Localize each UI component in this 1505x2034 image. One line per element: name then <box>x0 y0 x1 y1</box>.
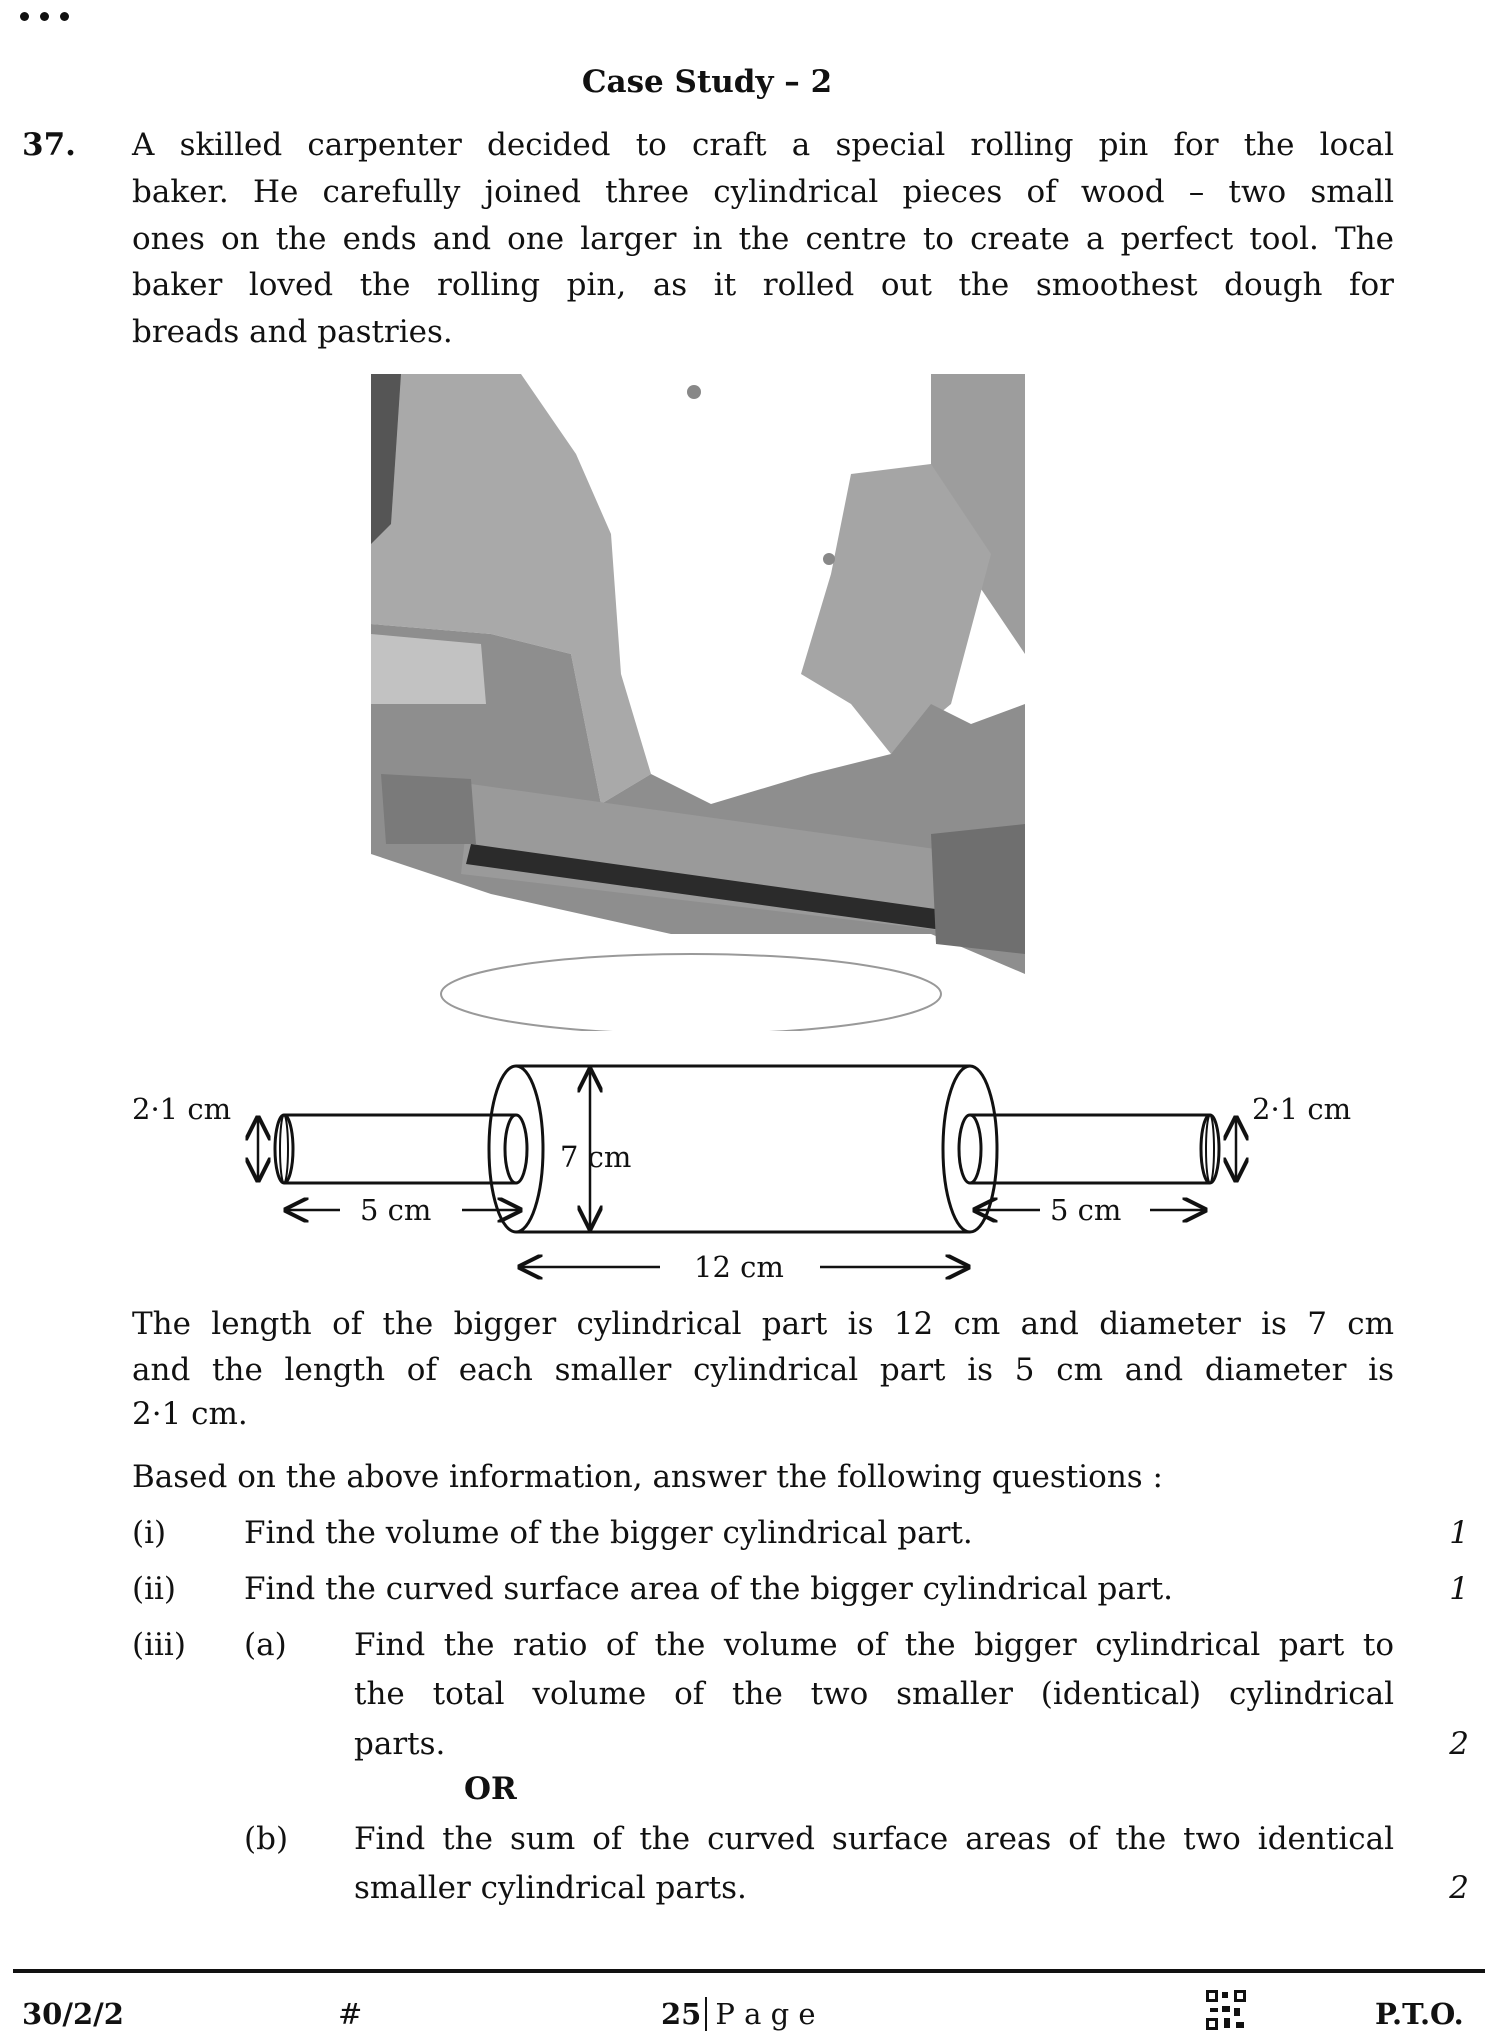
sub-label: (a) <box>244 1627 287 1663</box>
part-text: Find the ratio of the volume of the bigg… <box>354 1627 1394 1663</box>
big-cylinder <box>487 1064 999 1234</box>
text-line: breads and pastries. <box>132 314 453 350</box>
label-small-length-left: 5 cm <box>360 1193 432 1227</box>
text-line: The length of the bigger cylindrical par… <box>132 1306 1394 1342</box>
part-text: Find the curved surface area of the bigg… <box>244 1571 1174 1607</box>
part-text: parts. <box>354 1726 446 1762</box>
pto-label: P.T.O. <box>1375 1997 1464 2031</box>
prompt-text: Based on the above information, answer t… <box>132 1459 1163 1495</box>
marks: 2 <box>1449 1726 1469 1762</box>
section-title: Case Study – 2 <box>581 64 833 100</box>
dot <box>40 12 49 21</box>
page-label: P a g e <box>705 1997 816 2031</box>
text-line: ones on the ends and one larger in the c… <box>132 221 1394 257</box>
text-line: baker. He carefully joined three cylindr… <box>132 174 1394 210</box>
text-line: baker loved the rolling pin, as it rolle… <box>132 267 1394 303</box>
small-cylinder-right <box>957 1113 1221 1185</box>
label-small-diameter-right: 2·1 cm <box>1252 1092 1352 1126</box>
sub-label: (b) <box>244 1821 289 1857</box>
or-separator: OR <box>464 1771 517 1807</box>
label-big-length: 12 cm <box>694 1250 784 1284</box>
dot <box>20 12 29 21</box>
page-num: 25 <box>661 1997 702 2031</box>
dot <box>60 12 69 21</box>
part-label: (i) <box>132 1515 167 1551</box>
paper-code: 30/2/2 <box>22 1997 124 2031</box>
footer-divider <box>13 1969 1485 1973</box>
question-number: 37. <box>22 127 76 163</box>
marks: 1 <box>1449 1571 1469 1607</box>
part-label: (iii) <box>132 1627 186 1663</box>
part-text: the total volume of the two smaller (ide… <box>354 1676 1394 1712</box>
part-label: (ii) <box>132 1571 177 1607</box>
rolling-pin-diagram <box>0 1064 1505 1300</box>
label-small-diameter-left: 2·1 cm <box>132 1092 232 1126</box>
qr-code-icon <box>1206 1990 1246 2030</box>
part-text: smaller cylindrical parts. <box>354 1870 747 1906</box>
text-line: and the length of each smaller cylindric… <box>132 1352 1394 1388</box>
text-line: 2·1 cm. <box>132 1396 248 1432</box>
part-text: Find the volume of the bigger cylindrica… <box>244 1515 973 1551</box>
label-big-diameter: 7 cm <box>560 1140 632 1174</box>
marks: 2 <box>1449 1870 1469 1906</box>
text-line: A skilled carpenter decided to craft a s… <box>132 127 1394 163</box>
part-text: Find the sum of the curved surface areas… <box>354 1821 1394 1857</box>
dimension-arrows <box>258 1070 1236 1267</box>
hash-mark: # <box>338 1997 363 2031</box>
small-cylinder-left <box>273 1113 529 1185</box>
label-small-length-right: 5 cm <box>1050 1193 1122 1227</box>
rolling-pin-photo <box>371 374 1025 1031</box>
marks: 1 <box>1449 1515 1469 1551</box>
